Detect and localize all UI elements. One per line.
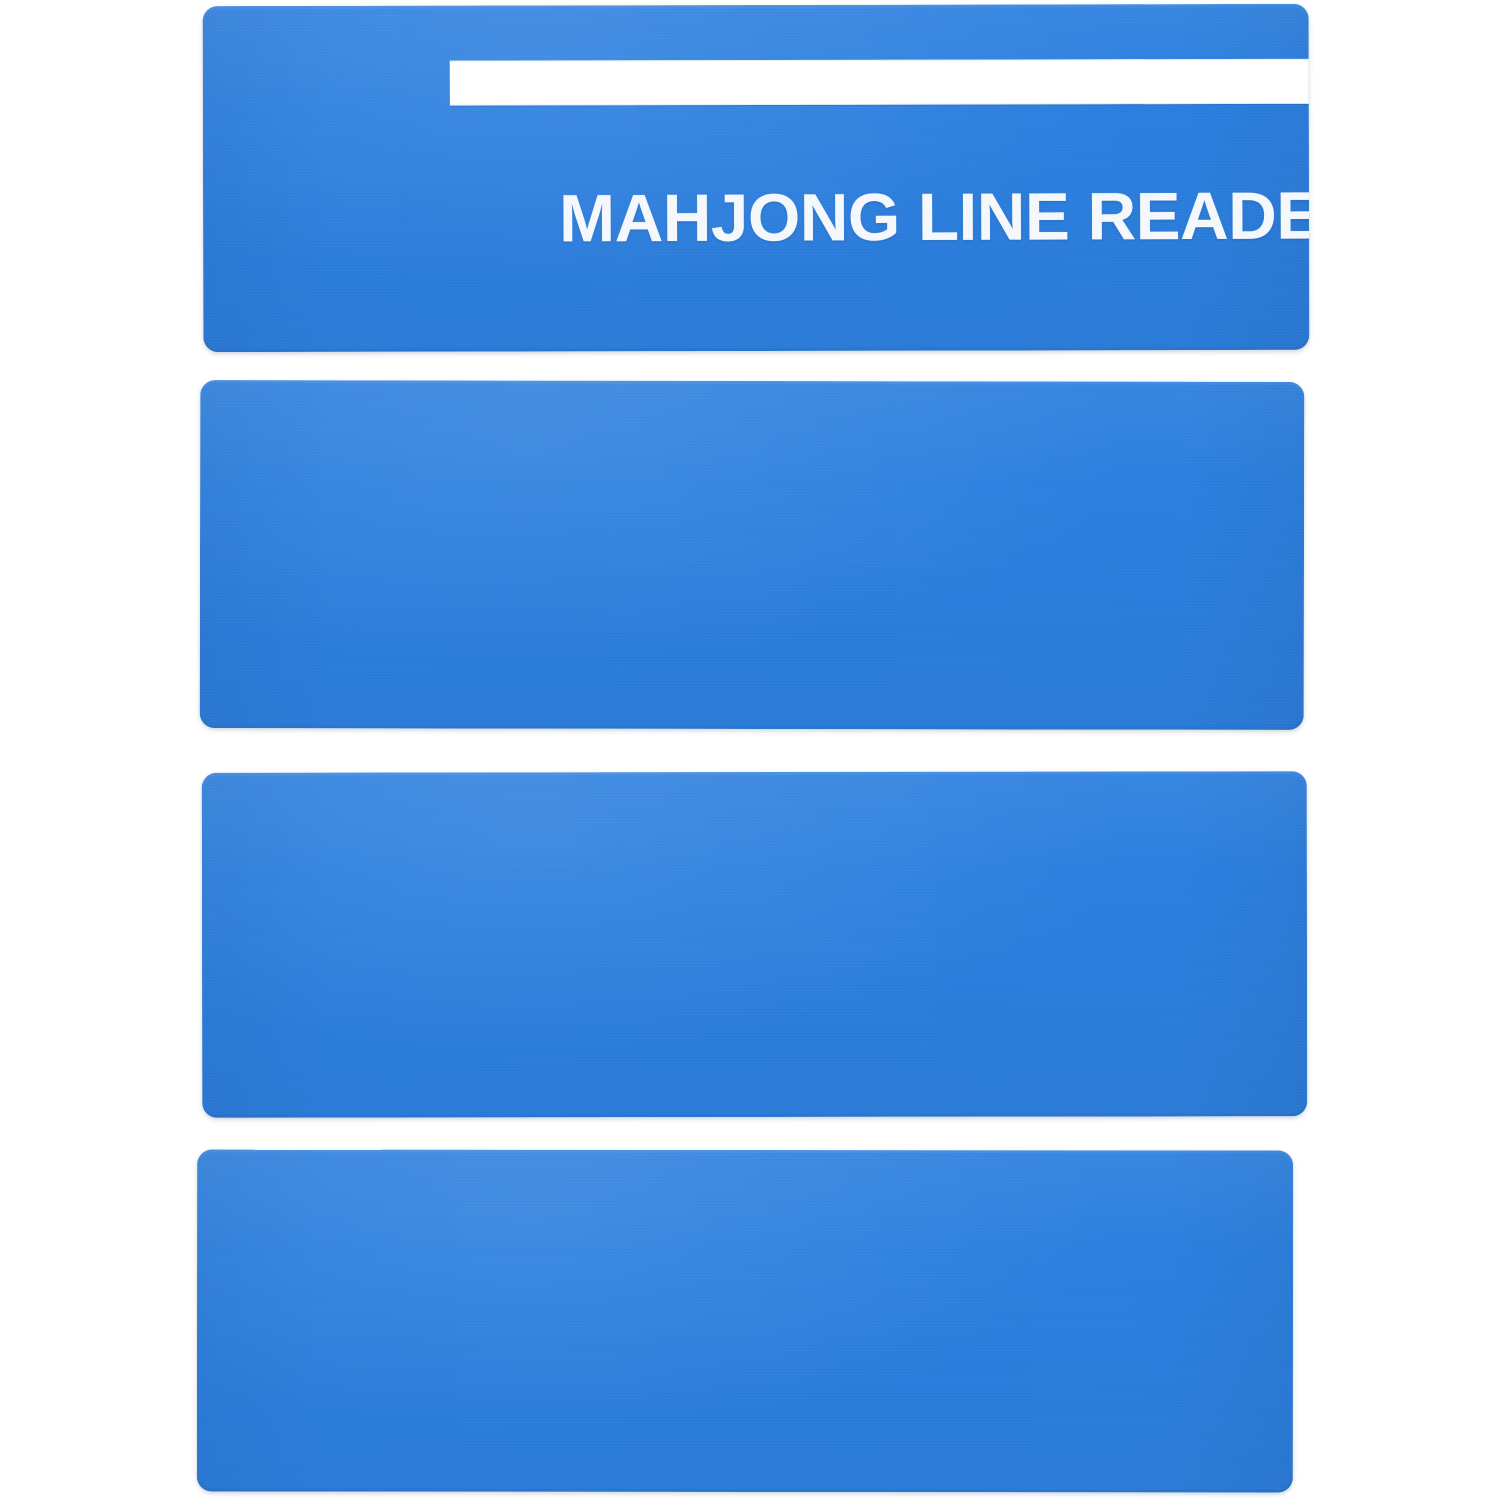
- reading-slot-1: [449, 58, 1310, 106]
- mahjong-line-reader-card-4[interactable]: MAHJONG LINE READER: [196, 1149, 1294, 1493]
- mahjong-line-reader-card-3[interactable]: MAHJONG LINE READER: [201, 771, 1308, 1118]
- mahjong-line-reader-card-1[interactable]: MAHJONG LINE READER: [202, 3, 1310, 353]
- mahjong-line-reader-card-2[interactable]: MAHJONG LINE READER: [199, 380, 1305, 730]
- card-label-1: MAHJONG LINE READER: [558, 178, 1310, 257]
